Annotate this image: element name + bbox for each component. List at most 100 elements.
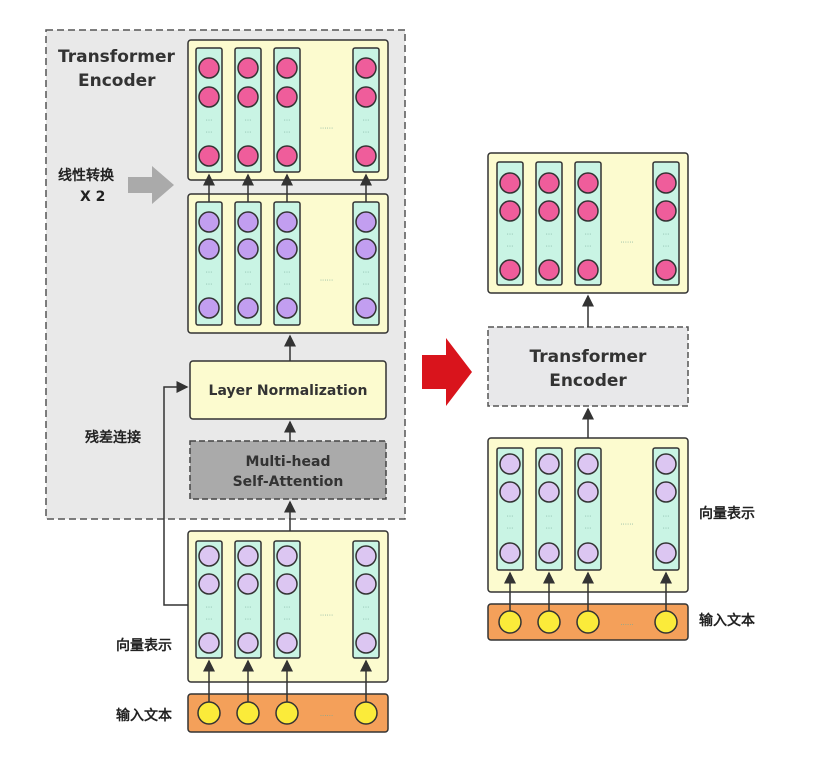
vector-node (276, 545, 298, 567)
vector-node (577, 259, 599, 281)
vector-node (355, 297, 377, 319)
vector-node (499, 453, 521, 475)
vector-column (234, 47, 262, 173)
vector-node (237, 573, 259, 595)
vector-column (574, 447, 602, 571)
vector-node (198, 57, 220, 79)
encoder-title-2: Encoder (78, 71, 156, 91)
vector-node (538, 542, 560, 564)
token-node (576, 610, 600, 634)
vertical-ellipsis: ··· (206, 604, 213, 612)
vector-node (276, 145, 298, 167)
horizontal-ellipsis: ...... (620, 237, 633, 245)
vector-column (535, 161, 563, 286)
vector-node (355, 632, 377, 654)
vertical-ellipsis: ··· (284, 117, 291, 125)
vector-node (577, 542, 599, 564)
vector-node (499, 542, 521, 564)
token-node (498, 610, 522, 634)
vertical-ellipsis: ··· (363, 117, 370, 125)
right-encoder-label-2: Encoder (549, 371, 627, 391)
vector-node (499, 259, 521, 281)
token-node (537, 610, 561, 634)
vector-node (237, 545, 259, 567)
vertical-ellipsis: ··· (585, 243, 592, 251)
vertical-ellipsis: ··· (546, 525, 553, 533)
vector-column (535, 447, 563, 571)
vector-node (577, 481, 599, 503)
vector-node (655, 453, 677, 475)
vector-column (496, 447, 524, 571)
vector-node (237, 632, 259, 654)
horizontal-ellipsis: ...... (320, 710, 333, 718)
vector-node (276, 632, 298, 654)
vector-node (198, 86, 220, 108)
vertical-ellipsis: ··· (546, 513, 553, 521)
vertical-ellipsis: ··· (284, 604, 291, 612)
vector-node (355, 211, 377, 233)
vector-node (237, 211, 259, 233)
vertical-ellipsis: ··· (546, 231, 553, 239)
vector-node (198, 297, 220, 319)
vector-node (577, 172, 599, 194)
horizontal-ellipsis: ...... (620, 619, 633, 627)
residual-connection-arrow (163, 381, 189, 606)
linear-transform-multiplier: X 2 (80, 189, 105, 205)
vector-node (276, 57, 298, 79)
vector-node (355, 573, 377, 595)
self-attention-box (189, 440, 387, 500)
vector-node (237, 57, 259, 79)
vector-node (538, 200, 560, 222)
vector-node (499, 481, 521, 503)
vector-column (234, 540, 262, 659)
vector-node (276, 238, 298, 260)
vector-node (538, 453, 560, 475)
vector-node (276, 297, 298, 319)
vector-column (352, 540, 380, 659)
vector-node (198, 632, 220, 654)
vector-node (655, 172, 677, 194)
vector-node (355, 238, 377, 260)
horizontal-ellipsis: ...... (620, 519, 633, 527)
vertical-ellipsis: ··· (663, 231, 670, 239)
vertical-ellipsis: ··· (663, 513, 670, 521)
vertical-ellipsis: ··· (245, 604, 252, 612)
vector-node (538, 172, 560, 194)
vertical-ellipsis: ··· (663, 525, 670, 533)
vertical-ellipsis: ··· (363, 281, 370, 289)
vertical-ellipsis: ··· (206, 269, 213, 277)
self-attention-label-1: Multi-head (246, 454, 331, 470)
vector-node (577, 200, 599, 222)
vector-node (198, 573, 220, 595)
vertical-ellipsis: ··· (284, 129, 291, 137)
vertical-ellipsis: ··· (507, 513, 514, 521)
horizontal-ellipsis: ...... (320, 610, 333, 618)
vertical-ellipsis: ··· (284, 281, 291, 289)
vertical-ellipsis: ··· (245, 129, 252, 137)
vector-node (237, 145, 259, 167)
gray-arrow-icon (128, 166, 174, 204)
vector-column (273, 540, 301, 659)
right-encoder-label-1: Transformer (530, 347, 648, 367)
vector-node (355, 86, 377, 108)
vertical-ellipsis: ··· (284, 616, 291, 624)
vector-column (195, 540, 223, 659)
right-encoder-box (487, 326, 689, 407)
horizontal-ellipsis: ...... (320, 275, 333, 283)
encoder-title: Transformer (58, 47, 176, 67)
vertical-ellipsis: ··· (663, 243, 670, 251)
left-input-label: 输入文本 (116, 707, 173, 724)
vector-node (198, 238, 220, 260)
vector-node (538, 481, 560, 503)
vertical-ellipsis: ··· (507, 243, 514, 251)
vector-node (577, 453, 599, 475)
vector-node (198, 145, 220, 167)
vertical-ellipsis: ··· (245, 117, 252, 125)
vector-node (655, 259, 677, 281)
residual-label: 残差连接 (85, 429, 141, 446)
layer-normalization-box (189, 360, 387, 420)
vector-node (499, 172, 521, 194)
self-attention-label-2: Self-Attention (233, 474, 344, 490)
linear-transform-label: 线性转换 (58, 167, 115, 184)
